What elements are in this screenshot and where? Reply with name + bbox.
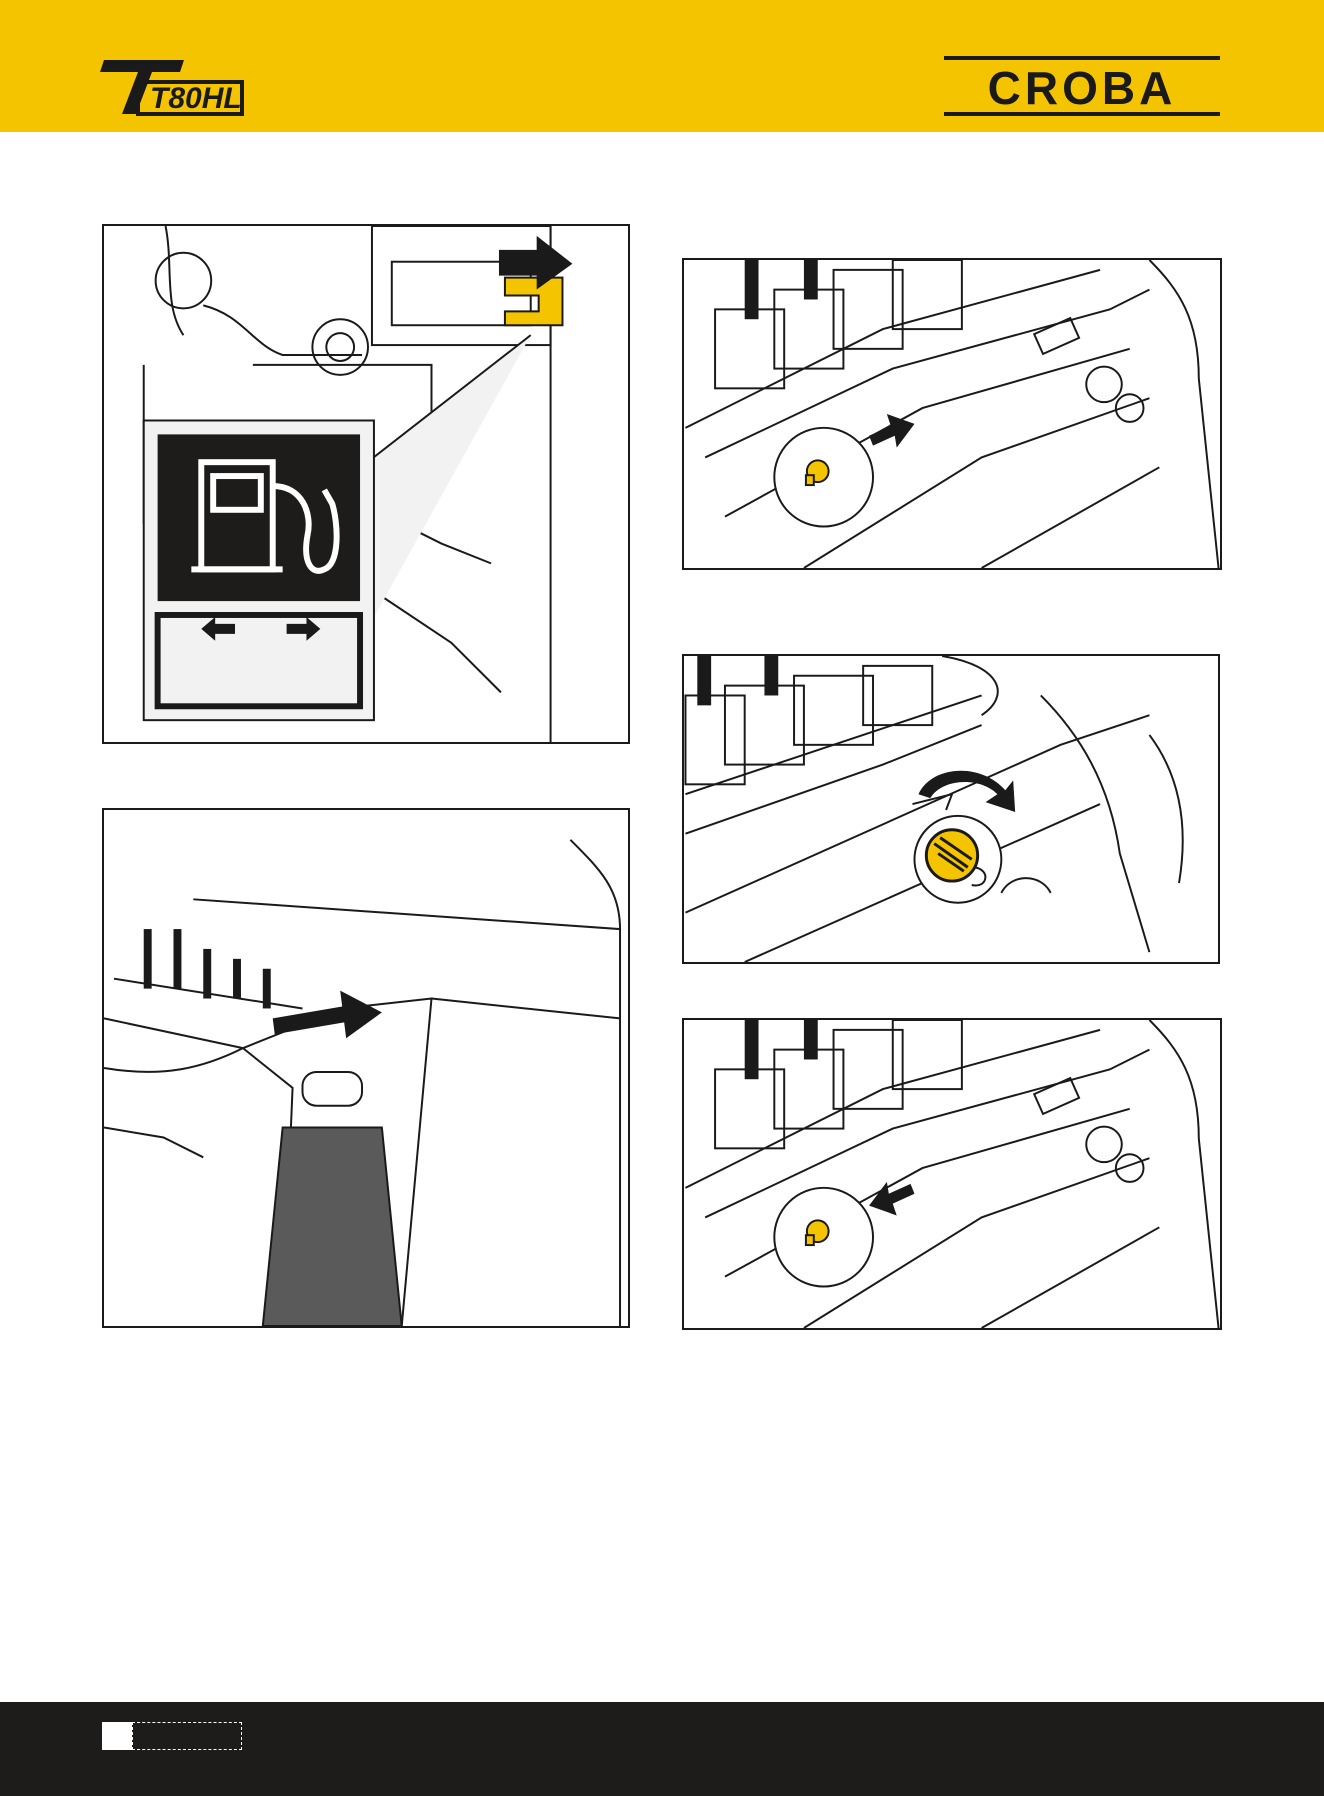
- page-header: T80HL CROBA: [0, 0, 1324, 132]
- page-number: [132, 1722, 242, 1750]
- model-logo: T80HL: [98, 56, 248, 118]
- brand-logo-text: CROBA: [988, 62, 1177, 114]
- grille: [263, 1128, 402, 1326]
- arrow-left-icon: [869, 1182, 914, 1216]
- model-logo-text: T80HL: [150, 82, 242, 115]
- figure-cap-rotate: [682, 654, 1220, 964]
- figure-cover-open: [102, 808, 630, 1328]
- rotate-arrow-icon: [918, 771, 1015, 812]
- figure-lock-slide-right: [682, 258, 1222, 570]
- page-tab-marker: [102, 1722, 132, 1750]
- brand-logo: CROBA: [944, 56, 1220, 116]
- figure-fuel-valve: [102, 224, 630, 744]
- arrow-right-icon: [273, 991, 382, 1039]
- page-number-tab: [102, 1722, 242, 1750]
- arrow-right-icon: [869, 414, 914, 448]
- fuel-valve-highlight: [505, 278, 563, 326]
- figure-lock-slide-left: [682, 1018, 1222, 1330]
